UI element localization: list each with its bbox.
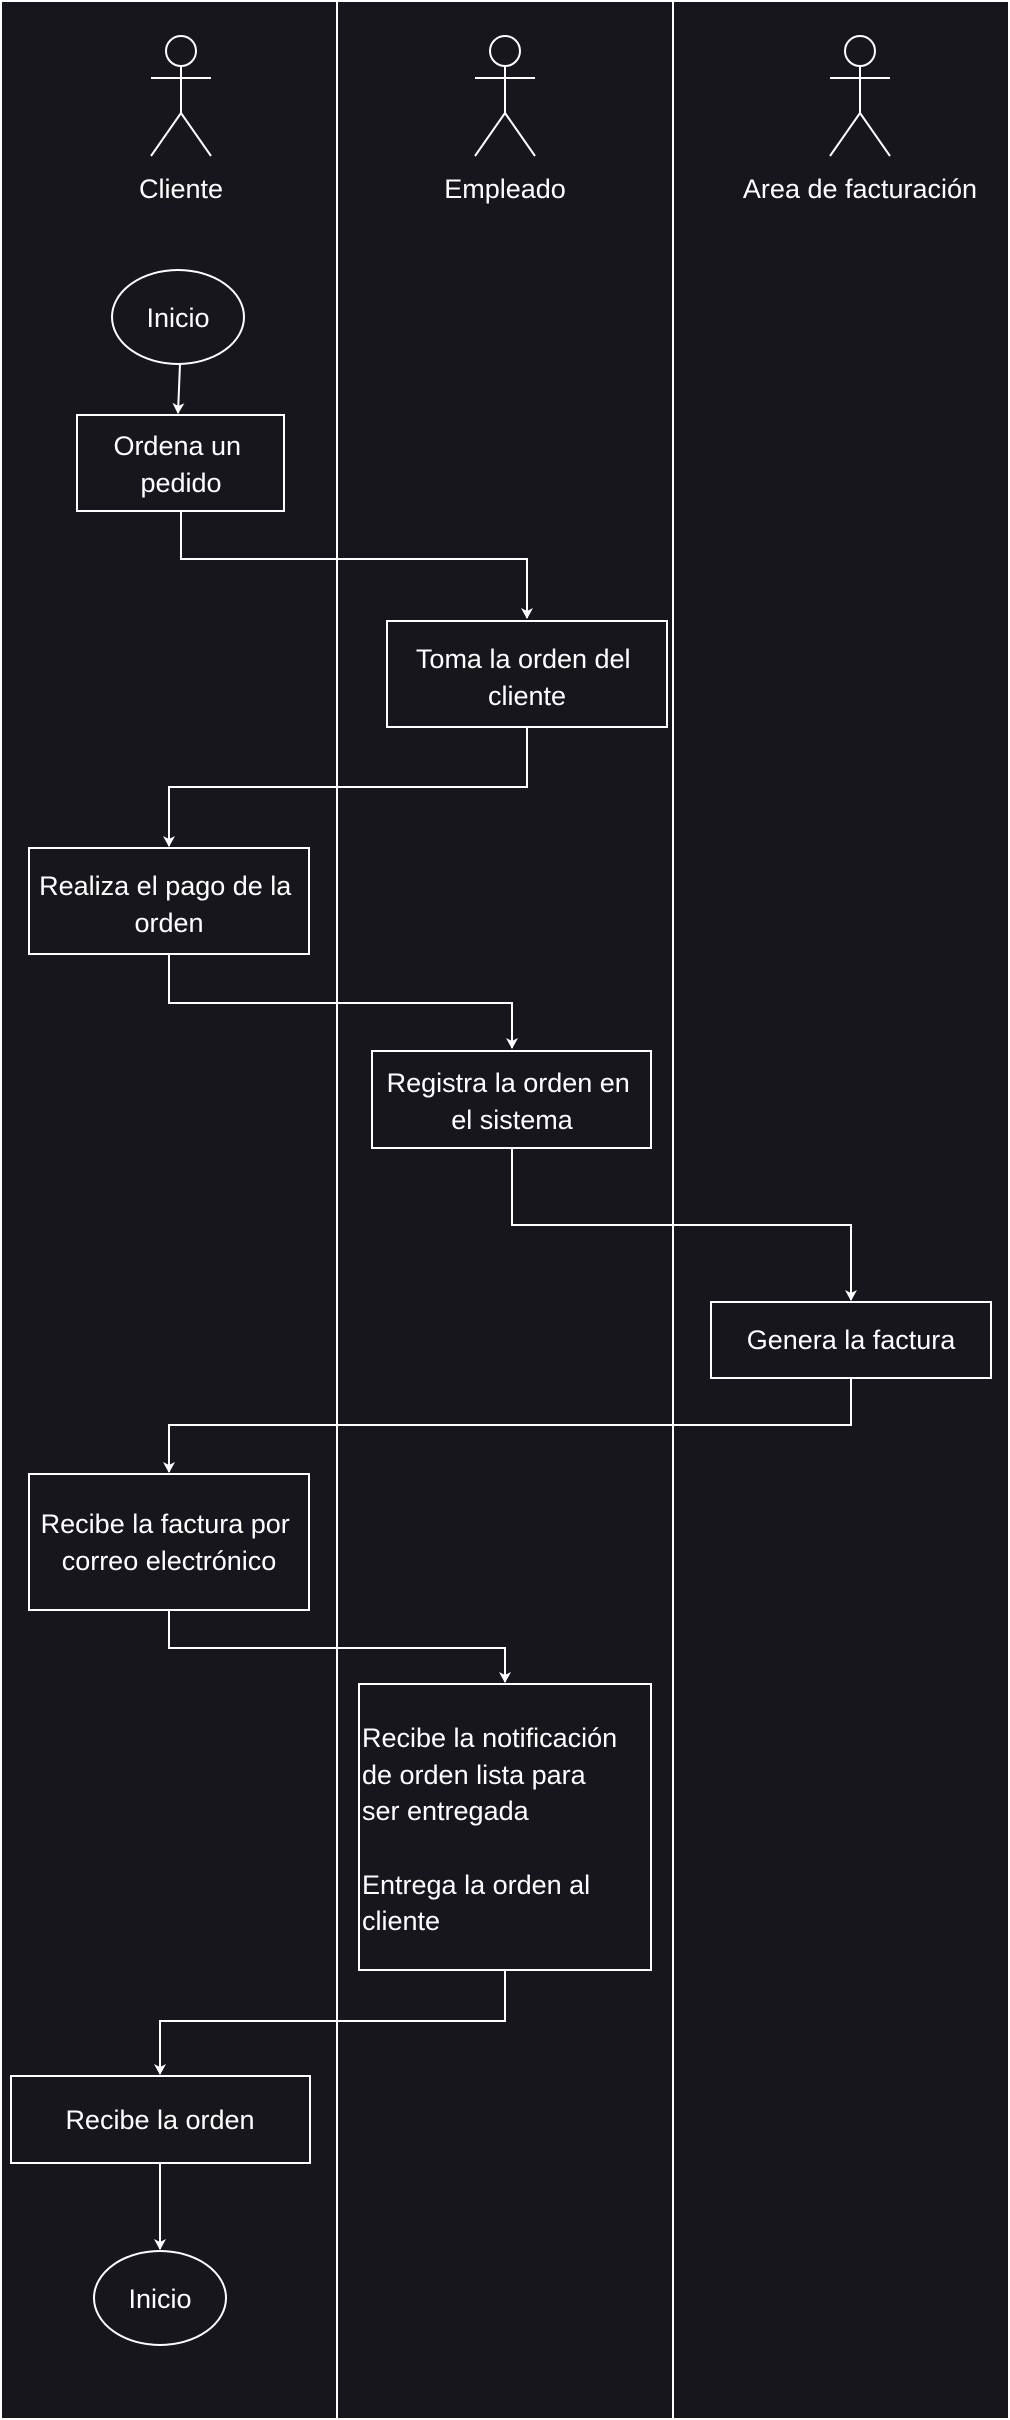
arrow-payment-to-register	[168, 954, 518, 1049]
order-request-label: Ordena un pedido	[113, 431, 248, 498]
lane-label-empleado: Empleado	[444, 174, 566, 204]
actor-cliente: Cliente	[139, 35, 223, 204]
stick-figure-icon	[150, 35, 212, 157]
take-order-label: Toma la orden del cliente	[416, 644, 638, 711]
arrow-order-to-take-order	[180, 512, 533, 619]
stick-figure-icon	[474, 35, 536, 157]
actor-empleado: Empleado	[444, 35, 566, 204]
end-node-label: Inicio	[128, 2284, 191, 2314]
receive-invoice-box	[28, 1473, 310, 1611]
actor-area-facturacion: Area de facturación	[743, 35, 977, 204]
register-order-label: Registra la orden en el sistema	[387, 1068, 638, 1135]
payment-box	[28, 847, 310, 955]
node-labels: Inicio Ordena un pedido Toma la orden de…	[39, 303, 956, 2314]
lane-label-cliente: Cliente	[139, 174, 223, 204]
start-node-label: Inicio	[146, 303, 209, 333]
connectors	[154, 363, 857, 2250]
order-request-box	[76, 414, 285, 512]
nodes	[10, 269, 992, 2346]
take-order-box	[386, 620, 668, 728]
stick-figure-icon	[829, 35, 891, 157]
delivery-notification-box	[358, 1683, 652, 1971]
arrow-take-order-to-payment	[163, 727, 528, 847]
receive-order-label: Recibe la orden	[65, 2105, 254, 2135]
generate-invoice-label: Genera la factura	[747, 1325, 957, 1355]
delivery-notification-label: Recibe la notificación de orden lista pa…	[362, 1723, 625, 1936]
end-node	[93, 2250, 227, 2346]
arrow-invoice-to-receive-invoice	[163, 1379, 852, 1473]
arrow-receive-invoice-to-notification	[168, 1610, 511, 1683]
arrow-register-to-invoice	[511, 1148, 857, 1301]
payment-label: Realiza el pago de la orden	[39, 871, 299, 938]
arrow-start-to-order	[172, 363, 185, 414]
start-node	[111, 269, 245, 365]
arrow-notification-to-receive-order	[154, 1970, 506, 2075]
lane-label-area-facturacion: Area de facturación	[743, 174, 977, 204]
register-order-box	[371, 1050, 652, 1149]
receive-order-box	[10, 2075, 311, 2164]
generate-invoice-box	[710, 1301, 992, 1379]
receive-invoice-label: Recibe la factura por correo electrónico	[41, 1509, 298, 1576]
